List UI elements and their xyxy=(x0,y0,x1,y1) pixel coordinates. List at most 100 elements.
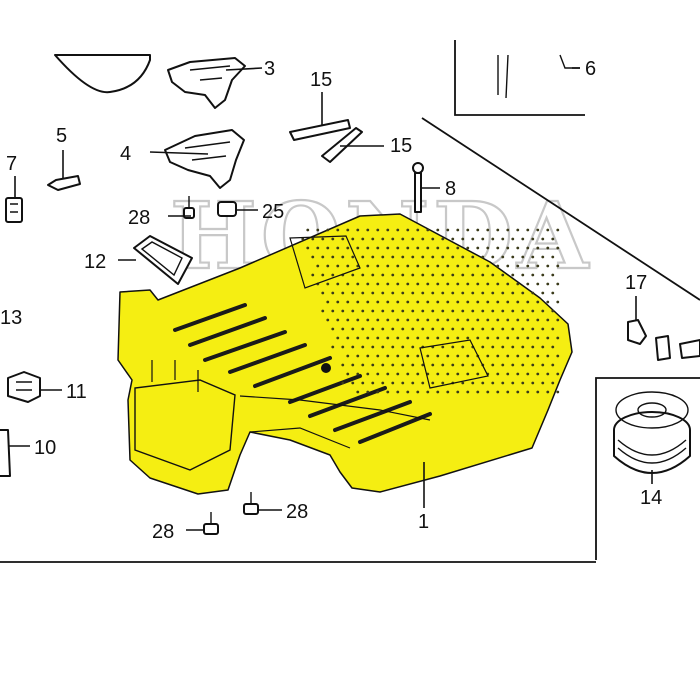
cover-texture-dot xyxy=(336,228,340,232)
cover-texture-dot xyxy=(451,327,455,331)
cover-texture-dot xyxy=(456,300,460,304)
cover-texture-dot xyxy=(466,264,470,268)
cover-texture-dot xyxy=(536,336,540,340)
cover-texture-dot xyxy=(496,300,500,304)
cover-texture-dot xyxy=(326,282,330,286)
cover-texture-dot xyxy=(351,363,355,367)
cover-texture-dot xyxy=(526,318,530,322)
cover-texture-dot xyxy=(496,282,500,286)
cover-texture-dot xyxy=(426,390,430,394)
cover-texture-dot xyxy=(531,273,535,277)
cover-texture-dot xyxy=(476,300,480,304)
cover-texture-dot xyxy=(376,336,380,340)
cover-texture-dot xyxy=(546,336,550,340)
cover-texture-dot xyxy=(456,318,460,322)
cover-texture-dot xyxy=(551,381,555,385)
cover-texture-dot xyxy=(381,345,385,349)
cover-texture-dot xyxy=(551,327,555,331)
cover-texture-dot xyxy=(466,318,470,322)
cover-texture-dot xyxy=(556,354,560,358)
cover-texture-dot xyxy=(471,327,475,331)
cover-texture-dot xyxy=(506,300,510,304)
callout-28-lower-left: 28 xyxy=(152,521,174,543)
cover-texture-dot xyxy=(431,327,435,331)
cover-texture-dot xyxy=(446,318,450,322)
cover-texture-dot xyxy=(466,372,470,376)
cover-texture-dot xyxy=(441,309,445,313)
cover-texture-dot xyxy=(516,354,520,358)
cover-texture-dot xyxy=(331,309,335,313)
cover-texture-dot xyxy=(556,300,560,304)
cover-texture-dot xyxy=(381,363,385,367)
callout-25: 25 xyxy=(262,201,284,223)
cover-texture-dot xyxy=(366,336,370,340)
cover-texture-dot xyxy=(491,273,495,277)
cover-texture-dot xyxy=(556,264,560,268)
cover-texture-dot xyxy=(406,354,410,358)
cover-texture-dot xyxy=(396,336,400,340)
cover-texture-dot xyxy=(411,345,415,349)
cover-texture-dot xyxy=(371,237,375,241)
cover-texture-dot xyxy=(361,363,365,367)
cover-texture-dot xyxy=(546,390,550,394)
cover-texture-dot xyxy=(436,300,440,304)
top-cover-fragment xyxy=(54,54,151,94)
cover-slot xyxy=(173,303,247,332)
cover-texture-dot xyxy=(396,354,400,358)
cover-texture-dot xyxy=(491,309,495,313)
cover-texture-dot xyxy=(371,255,375,259)
cover-texture-dot xyxy=(421,273,425,277)
cover-texture-dot xyxy=(436,318,440,322)
cover-texture-dot xyxy=(536,300,540,304)
cover-texture-dot xyxy=(521,381,525,385)
cover-texture-dot xyxy=(361,237,365,241)
cover-texture-dot xyxy=(391,273,395,277)
cover-texture-dot xyxy=(481,291,485,295)
cover-texture-dot xyxy=(431,255,435,259)
callout-7: 7 xyxy=(6,153,17,175)
cover-texture-dot xyxy=(331,237,335,241)
cover-texture-dot xyxy=(406,318,410,322)
cover-texture-dot xyxy=(491,255,495,259)
cover-texture-dot xyxy=(326,246,330,250)
cover-texture-dot xyxy=(321,237,325,241)
cover-texture-dot xyxy=(516,336,520,340)
cover-texture-dot xyxy=(451,237,455,241)
cover-texture-dot xyxy=(556,228,560,232)
cover-texture-dot xyxy=(401,327,405,331)
cover-texture-dot xyxy=(411,363,415,367)
cover-texture-dot xyxy=(556,318,560,322)
cover-texture-dot xyxy=(371,273,375,277)
cover-texture-dot xyxy=(461,345,465,349)
cover-texture-dot xyxy=(406,264,410,268)
boundary-line xyxy=(421,117,700,301)
cover-texture-dot xyxy=(541,363,545,367)
cover-texture-dot xyxy=(351,309,355,313)
cover-slot xyxy=(308,386,387,418)
cover-slot xyxy=(253,356,332,388)
cover-texture-dot xyxy=(501,327,505,331)
cover-texture-dot xyxy=(336,318,340,322)
cover-texture-dot xyxy=(461,381,465,385)
cover-texture-dot xyxy=(361,345,365,349)
cover-texture-dot xyxy=(436,246,440,250)
cover-texture-dot xyxy=(386,246,390,250)
cover-texture-dot xyxy=(516,282,520,286)
cover-texture-dot xyxy=(471,381,475,385)
cover-texture-dot xyxy=(466,390,470,394)
cover-texture-dot xyxy=(536,264,540,268)
cover-slot xyxy=(203,330,287,362)
cover-texture-dot xyxy=(416,300,420,304)
cover-texture-dot xyxy=(556,372,560,376)
cover-texture-dot xyxy=(506,390,510,394)
cover-texture-dot xyxy=(531,291,535,295)
cover-texture-dot xyxy=(376,390,380,394)
cover-texture-dot xyxy=(471,363,475,367)
cover-texture-dot xyxy=(541,291,545,295)
cover-texture-dot xyxy=(461,255,465,259)
cover-texture-dot xyxy=(521,237,525,241)
cover-texture-dot xyxy=(476,282,480,286)
cover-texture-dot xyxy=(451,345,455,349)
cover-texture-dot xyxy=(551,255,555,259)
cover-texture-dot xyxy=(396,372,400,376)
